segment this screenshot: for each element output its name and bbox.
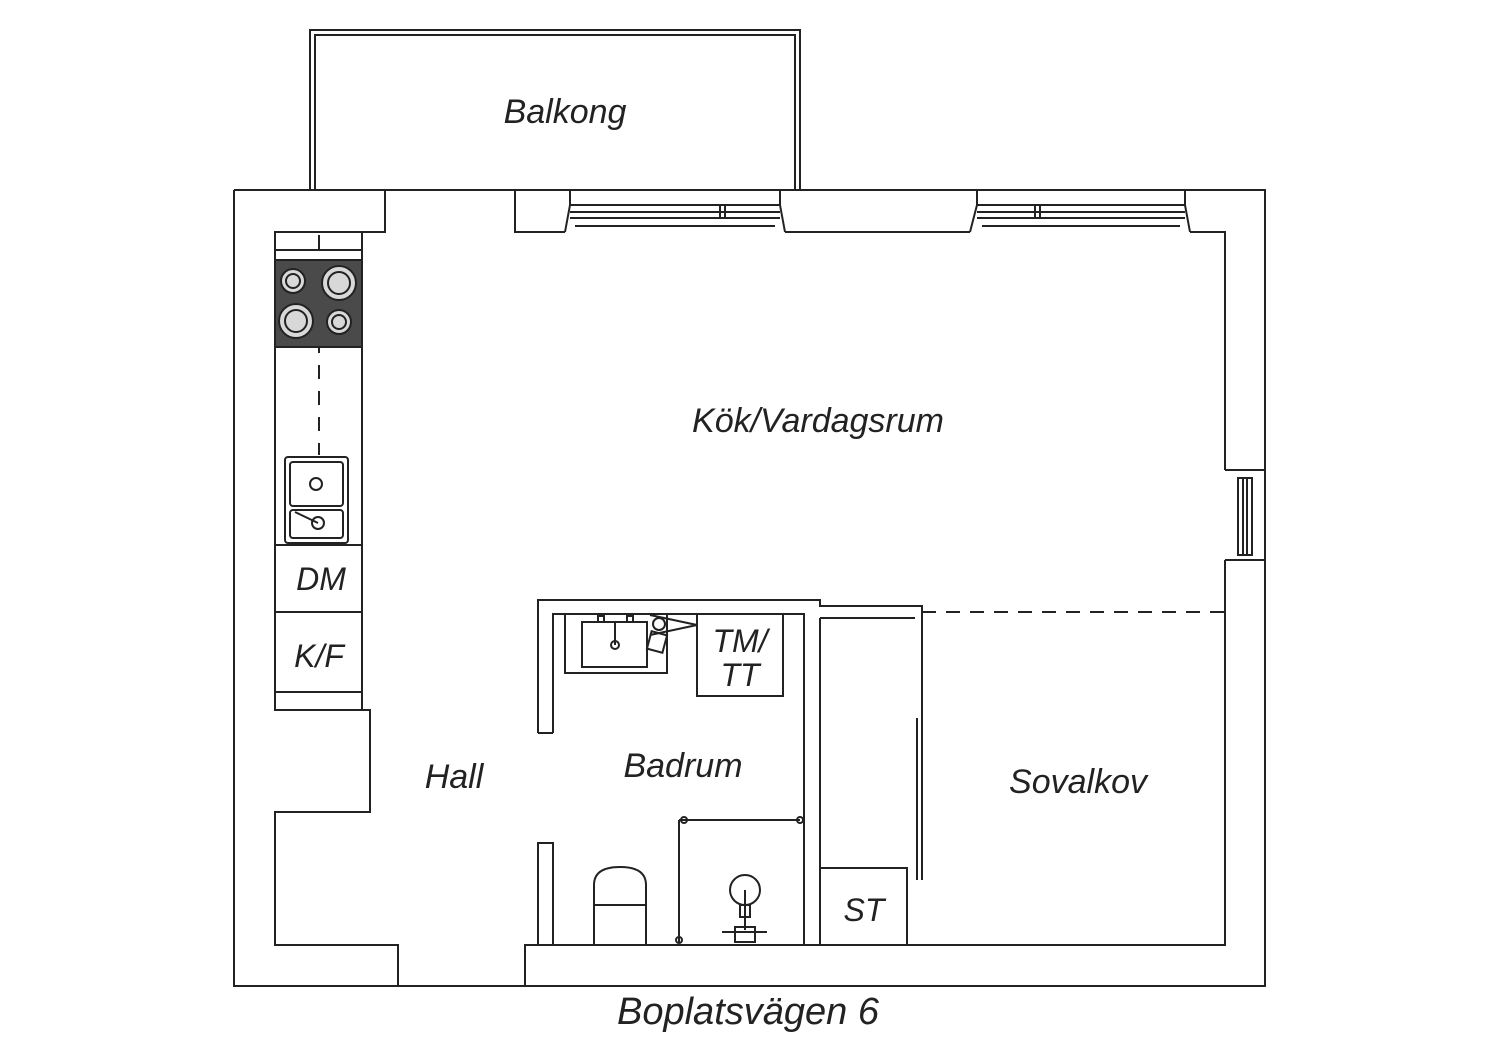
balcony-label: Balkong xyxy=(504,93,627,131)
bathroom-sink xyxy=(564,614,698,674)
washer-dryer-label-line1: TM/ xyxy=(712,623,770,659)
window-1 xyxy=(564,190,786,233)
fridge-freezer-label: K/F xyxy=(294,638,346,674)
address-label: Boplatsvägen 6 xyxy=(617,991,880,1033)
sink xyxy=(284,456,349,544)
balcony xyxy=(309,29,801,190)
window-3 xyxy=(1225,469,1265,561)
storage-label: ST xyxy=(844,892,887,928)
window-2 xyxy=(969,190,1191,233)
kitchen-living-label: Kök/Vardagsrum xyxy=(692,402,944,440)
dishwasher-label: DM xyxy=(296,561,346,597)
bathroom-walls xyxy=(537,599,1225,945)
bedroom-alcove-label: Sovalkov xyxy=(1009,763,1149,801)
storage-closet xyxy=(820,867,908,945)
bathroom-label: Badrum xyxy=(623,747,742,785)
exterior-walls xyxy=(233,189,1266,987)
shower xyxy=(675,816,804,944)
washer-dryer-label-line2: TT xyxy=(720,657,762,693)
washer-dryer xyxy=(696,613,784,697)
hall-label: Hall xyxy=(425,758,485,796)
stove xyxy=(274,259,363,348)
toilet xyxy=(593,865,647,945)
